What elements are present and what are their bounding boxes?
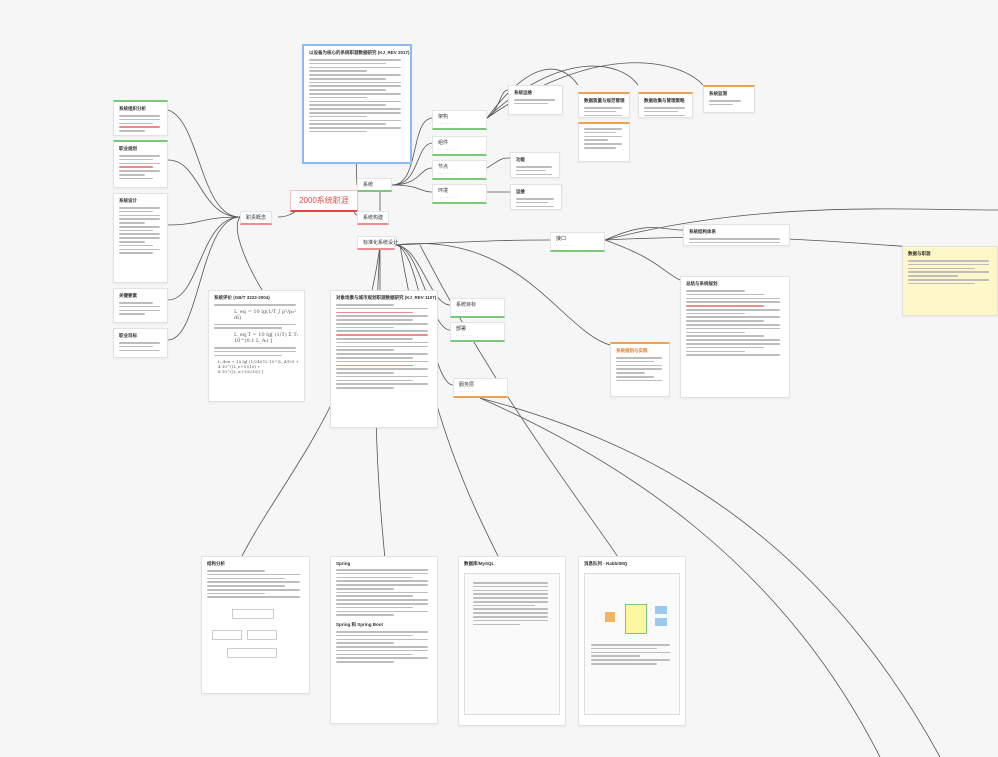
card-title: 数据质量与规范管理 bbox=[584, 98, 625, 103]
card-title: 总结与系统规划 bbox=[686, 281, 718, 286]
middle-research-card[interactable]: 对象场景与城市规划职涯数据研究 (KJ_REV 1107) bbox=[330, 290, 438, 428]
card-title: 结构分析 bbox=[207, 561, 225, 566]
node-environment[interactable]: 环境 · · · · · · · · · bbox=[432, 184, 487, 205]
left-card-2[interactable]: 职业规划 bbox=[113, 140, 168, 188]
node-label: 服务层 bbox=[459, 382, 475, 388]
node-label: 环境 bbox=[438, 188, 449, 194]
node-label: 组件 bbox=[438, 140, 449, 146]
root-node[interactable]: 2000系统职涯 bbox=[290, 190, 358, 212]
tr-card-2[interactable]: 数据质量与规范管理 bbox=[578, 92, 630, 118]
formula-card[interactable]: 系统评价 (GB/T 3222-2004) L_eq = 10 lg(1/T ∫… bbox=[208, 290, 305, 402]
node-label: 接口 bbox=[556, 236, 567, 242]
node-service[interactable]: 服务层 · · · · · · · · bbox=[453, 378, 508, 399]
card-title: 系统规划与实践 bbox=[616, 348, 648, 353]
card-title: 系统监测 bbox=[709, 91, 727, 96]
card-title: 数据收集与管理策略 bbox=[644, 98, 685, 103]
node-component[interactable]: 组件 · · · · · · · · · bbox=[432, 136, 487, 157]
node-label: 部署 bbox=[456, 326, 467, 332]
right-plan-card[interactable]: 总结与系统规划 bbox=[680, 276, 790, 398]
node-goal[interactable]: 系统目标 · · · · · · · · bbox=[450, 298, 505, 319]
card-title: 系统评价 (GB/T 3222-2004) bbox=[214, 295, 270, 300]
formula-2: L_eq,T = 10 lg[ (1/T) Σ Tᵢ 10^(0.1 L_Aᵢ)… bbox=[234, 331, 298, 344]
right-summary-card[interactable]: 系统结构体系 bbox=[683, 224, 790, 246]
structure-diagram bbox=[207, 604, 304, 661]
rabbitmq-screenshot bbox=[584, 573, 680, 715]
right-orange-card[interactable]: 系统规划与实践 bbox=[610, 342, 670, 397]
bottom-card-mysql[interactable]: 数据库/MySQL bbox=[458, 556, 566, 726]
card-title: 消息队列 - RabbitMQ bbox=[584, 561, 628, 566]
card-title: 对象场景与城市规划职涯数据研究 (KJ_REV 1107) bbox=[336, 295, 437, 300]
card-title: 系统运维 bbox=[514, 90, 532, 95]
card-title: 运维 bbox=[516, 189, 525, 194]
tr-card-4[interactable]: 系统监测 bbox=[703, 85, 755, 113]
left-branch-node[interactable]: 职责概念 bbox=[240, 211, 273, 225]
node-architecture[interactable]: 架构 · · · · · · · · · bbox=[432, 110, 487, 131]
bottom-card-spring[interactable]: Spring Spring 和 Spring Boot bbox=[330, 556, 438, 724]
node-sub: · · · · · · · · bbox=[556, 244, 573, 248]
card-title: 系统设计 bbox=[119, 198, 137, 203]
card-subtitle: Spring 和 Spring Boot bbox=[336, 621, 383, 627]
mid-small-card-1[interactable]: 功能 bbox=[510, 152, 560, 178]
node-sub: · · · · · · · · · bbox=[438, 172, 457, 176]
card-title: 以设备为核心的系统职涯数据研究 (KJ_REV 2017) bbox=[309, 50, 410, 55]
card-title: 职业规划 bbox=[119, 146, 137, 151]
card-title: 关键要素 bbox=[119, 293, 137, 298]
tr-card-3[interactable]: 数据收集与管理策略 bbox=[638, 92, 693, 118]
node-label: 系统目标 bbox=[456, 302, 477, 308]
system-node[interactable]: 系统 bbox=[357, 178, 392, 192]
card-title: 系统结构体系 bbox=[689, 229, 716, 234]
node-sub: · · · · · · · · bbox=[459, 390, 476, 394]
card-title: Spring bbox=[336, 561, 351, 566]
mysql-screenshot bbox=[464, 573, 560, 715]
node-interface[interactable]: 接口 · · · · · · · · bbox=[550, 232, 605, 253]
left-card-4[interactable]: 关键要素 bbox=[113, 288, 168, 323]
card-title: 数据库/MySQL bbox=[464, 561, 495, 566]
node-sub: · · · · · · · · bbox=[456, 334, 473, 338]
node-label: 系统 bbox=[363, 182, 374, 188]
formula-3: L_den = 10 lg[ (1/24)(12·10^(L_d/10) + 4… bbox=[218, 359, 299, 375]
left-card-5[interactable]: 职业目标 bbox=[113, 328, 168, 358]
bottom-card-rabbitmq[interactable]: 消息队列 - RabbitMQ bbox=[578, 556, 686, 726]
mid-small-card-2[interactable]: 运维 bbox=[510, 184, 562, 210]
card-title: 数据与职涯 bbox=[908, 251, 931, 256]
card-title: 功能 bbox=[516, 157, 525, 162]
node-label: 标准化系统设计 bbox=[363, 240, 399, 246]
top-center-card[interactable]: 以设备为核心的系统职涯数据研究 (KJ_REV 2017) bbox=[302, 44, 412, 164]
node-label: 节点 bbox=[438, 164, 449, 170]
node-sub: · · · · · · · · · bbox=[438, 148, 457, 152]
card-title: 系统组织分析 bbox=[119, 106, 146, 111]
left-card-3[interactable]: 系统设计 bbox=[113, 193, 168, 283]
right-branch-node[interactable]: 系统构建 bbox=[357, 211, 390, 225]
bottom-card-structure[interactable]: 结构分析 bbox=[201, 556, 310, 694]
far-right-card[interactable]: 数据与职涯 bbox=[902, 246, 998, 316]
card-title: 职业目标 bbox=[119, 333, 137, 338]
node-sub: · · · · · · · · bbox=[456, 310, 473, 314]
risk-node[interactable]: 标准化系统设计 bbox=[357, 236, 399, 250]
tr-card-2b[interactable] bbox=[578, 122, 630, 162]
node-sub: · · · · · · · · · bbox=[438, 196, 457, 200]
formula-1: L_eq = 10 lg(1/T ∫ p²/p₀² dt) bbox=[234, 308, 297, 321]
node-sub: · · · · · · · · · bbox=[438, 122, 457, 126]
left-card-1[interactable]: 系统组织分析 bbox=[113, 100, 168, 136]
tr-card-1[interactable]: 系统运维 bbox=[508, 85, 563, 115]
card-body bbox=[309, 59, 405, 133]
node-label: 架构 bbox=[438, 114, 449, 120]
node-deploy[interactable]: 部署 · · · · · · · · bbox=[450, 322, 505, 343]
node-node[interactable]: 节点 · · · · · · · · · bbox=[432, 160, 487, 181]
